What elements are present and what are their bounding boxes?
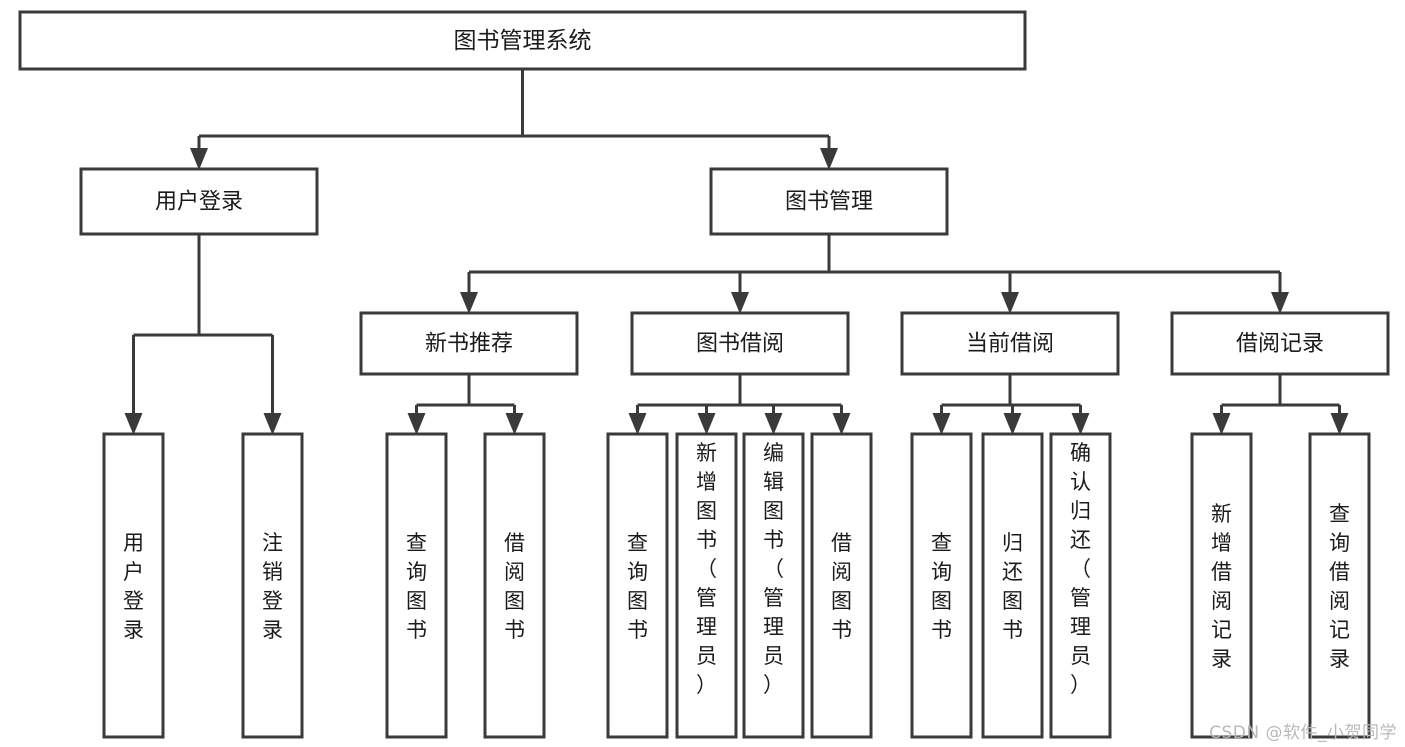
- node-box-leaf-borrow-book-2[interactable]: [810, 432, 873, 739]
- arrowhead-leaf-query-book-1: [407, 413, 426, 435]
- arrowhead-leaf-user-login: [124, 413, 143, 435]
- arrowhead-book-borrow: [731, 292, 749, 314]
- node-label-borrow-record: 借阅记录: [1236, 332, 1324, 357]
- arrowhead-leaf-return-book: [1003, 413, 1022, 435]
- node-label-leaf-confirm-return: 确认归还（管理员）: [1070, 441, 1091, 697]
- node-current-borrow[interactable]: 当前借阅: [900, 311, 1120, 376]
- node-borrow-record[interactable]: 借阅记录: [1170, 311, 1390, 376]
- leaf-node-leaf-query-book-1[interactable]: 查询图书: [385, 432, 448, 739]
- leaf-node-leaf-add-record[interactable]: 新增借阅记录: [1190, 432, 1253, 739]
- leaf-node-leaf-confirm-return[interactable]: 确认归还（管理员）: [1049, 432, 1112, 739]
- node-label-new-book-rec: 新书推荐: [425, 332, 513, 357]
- leaf-node-leaf-query-book-3[interactable]: 查询图书: [910, 432, 973, 739]
- node-box-borrow-record[interactable]: [1170, 311, 1390, 376]
- node-label-leaf-add-record: 新增借阅记录: [1211, 502, 1232, 671]
- node-box-leaf-return-book[interactable]: [981, 432, 1044, 739]
- node-box-leaf-query-book-3[interactable]: [910, 432, 973, 739]
- arrowhead-book-manage: [820, 148, 838, 170]
- leaf-node-leaf-return-book[interactable]: 归还图书: [981, 432, 1044, 739]
- arrowhead-leaf-query-book-2: [628, 413, 647, 435]
- node-label-leaf-logout: 注销登录: [262, 531, 283, 642]
- node-box-leaf-add-book[interactable]: [675, 432, 738, 739]
- node-box-root[interactable]: [18, 10, 1027, 71]
- arrowhead-leaf-query-record: [1330, 413, 1349, 435]
- arrowhead-leaf-edit-book: [764, 413, 783, 435]
- arrowhead-borrow-record: [1271, 292, 1289, 314]
- arrowhead-user-login: [190, 148, 208, 170]
- leaf-node-leaf-query-book-2[interactable]: 查询图书: [606, 432, 669, 739]
- node-box-user-login[interactable]: [79, 167, 319, 236]
- node-box-current-borrow[interactable]: [900, 311, 1120, 376]
- node-label-leaf-borrow-book-2: 借阅图书: [831, 531, 852, 642]
- node-box-leaf-query-book-1[interactable]: [385, 432, 448, 739]
- arrowhead-leaf-logout: [263, 413, 282, 435]
- leaf-node-leaf-borrow-book-1[interactable]: 借阅图书: [483, 432, 546, 739]
- node-label-leaf-query-book-3: 查询图书: [931, 531, 952, 642]
- node-box-new-book-rec[interactable]: [359, 311, 579, 376]
- node-label-leaf-query-book-2: 查询图书: [627, 531, 648, 642]
- node-user-login[interactable]: 用户登录: [79, 167, 319, 236]
- arrowhead-leaf-add-book: [697, 413, 716, 435]
- leaf-node-leaf-edit-book[interactable]: 编辑图书（管理员）: [742, 432, 805, 739]
- node-book-borrow[interactable]: 图书借阅: [630, 311, 850, 376]
- node-label-leaf-query-book-1: 查询图书: [406, 531, 427, 642]
- leaf-node-leaf-add-book[interactable]: 新增图书（管理员）: [675, 432, 738, 739]
- leaf-node-leaf-query-record[interactable]: 查询借阅记录: [1308, 432, 1371, 739]
- arrowhead-leaf-borrow-book-2: [832, 413, 851, 435]
- arrowhead-leaf-query-book-3: [932, 413, 951, 435]
- node-box-leaf-query-record[interactable]: [1308, 432, 1371, 739]
- node-layer: 图书管理系统用户登录图书管理新书推荐图书借阅当前借阅借阅记录用户登录注销登录查询…: [18, 10, 1390, 739]
- arrowhead-leaf-confirm-return: [1071, 413, 1090, 435]
- leaf-node-leaf-borrow-book-2[interactable]: 借阅图书: [810, 432, 873, 739]
- node-label-root: 图书管理系统: [454, 28, 592, 54]
- arrowhead-current-borrow: [1001, 292, 1019, 314]
- node-box-leaf-user-login[interactable]: [102, 432, 165, 739]
- arrowhead-leaf-add-record: [1212, 413, 1231, 435]
- node-label-leaf-borrow-book-1: 借阅图书: [504, 531, 525, 642]
- arrowhead-leaf-borrow-book-1: [505, 413, 524, 435]
- node-label-leaf-edit-book: 编辑图书（管理员）: [763, 441, 784, 697]
- node-box-leaf-add-record[interactable]: [1190, 432, 1253, 739]
- node-box-book-manage[interactable]: [709, 167, 949, 236]
- watermark: CSDN @软件_小贺同学: [1209, 723, 1397, 743]
- node-root[interactable]: 图书管理系统: [18, 10, 1027, 71]
- arrowhead-new-book-rec: [460, 292, 478, 314]
- node-label-leaf-add-book: 新增图书（管理员）: [696, 441, 717, 697]
- connector-layer: [124, 69, 1349, 435]
- node-label-book-borrow: 图书借阅: [696, 332, 784, 357]
- node-box-leaf-query-book-2[interactable]: [606, 432, 669, 739]
- node-book-manage[interactable]: 图书管理: [709, 167, 949, 236]
- node-label-leaf-query-record: 查询借阅记录: [1329, 502, 1350, 671]
- node-box-leaf-logout[interactable]: [241, 432, 304, 739]
- node-label-leaf-user-login: 用户登录: [123, 531, 144, 642]
- node-label-book-manage: 图书管理: [785, 190, 873, 215]
- node-box-leaf-edit-book[interactable]: [742, 432, 805, 739]
- node-new-book-rec[interactable]: 新书推荐: [359, 311, 579, 376]
- node-box-leaf-borrow-book-1[interactable]: [483, 432, 546, 739]
- node-box-book-borrow[interactable]: [630, 311, 850, 376]
- leaf-node-leaf-logout[interactable]: 注销登录: [241, 432, 304, 739]
- node-box-leaf-confirm-return[interactable]: [1049, 432, 1112, 739]
- node-label-user-login: 用户登录: [155, 190, 243, 215]
- node-label-current-borrow: 当前借阅: [966, 332, 1054, 357]
- node-label-leaf-return-book: 归还图书: [1002, 531, 1023, 642]
- leaf-node-leaf-user-login[interactable]: 用户登录: [102, 432, 165, 739]
